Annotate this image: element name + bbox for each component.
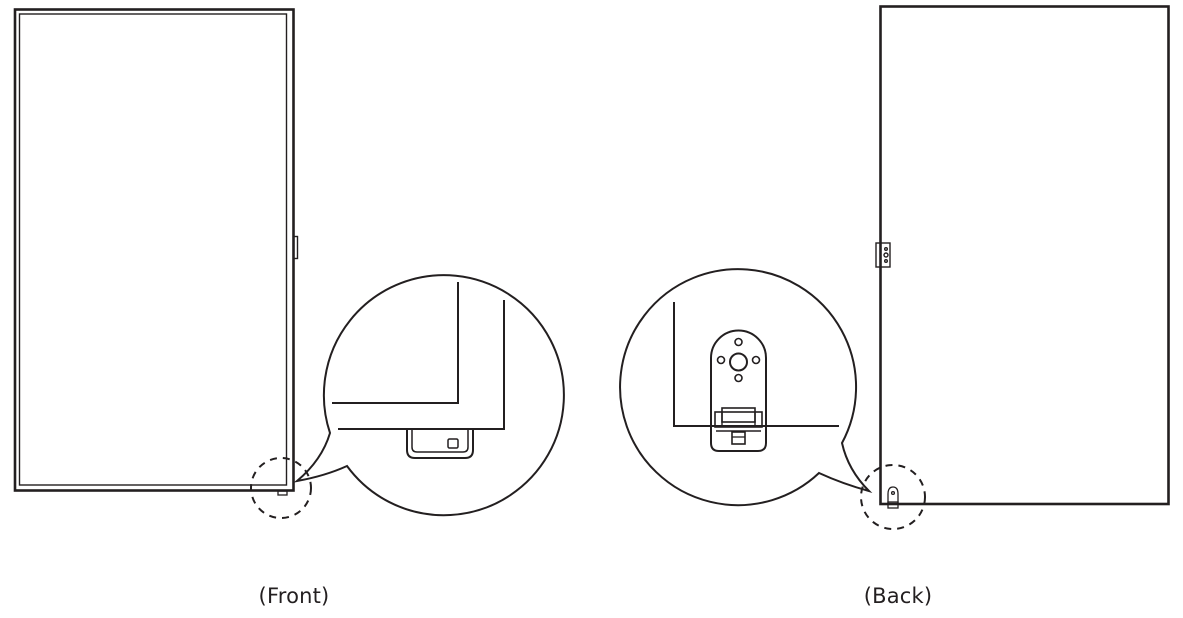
back-callout-bubble: [619, 268, 873, 507]
front-view-caption: (Front): [258, 584, 330, 608]
front-view: [13, 8, 565, 519]
front-callout-bubble: [293, 274, 565, 517]
back-side-bracket-icon: [875, 242, 891, 268]
front-bottom-tab-icon: [277, 490, 288, 496]
mount-hole-bottom: [734, 373, 743, 383]
mounting-plate: [710, 329, 767, 420]
mount-hole-left: [716, 355, 726, 365]
back-view: [619, 5, 1170, 530]
mount-hole-top: [734, 337, 743, 347]
front-side-button-icon: [292, 235, 299, 260]
mount-hole-right: [751, 355, 761, 365]
back-monitor-outline: [879, 5, 1170, 506]
back-view-caption: (Back): [863, 584, 933, 608]
front-monitor-outer-bezel: [13, 8, 295, 492]
back-bottom-bracket-icon: [887, 486, 899, 509]
front-callout-detail: [332, 282, 505, 459]
front-dashed-highlight-circle: [250, 457, 312, 519]
front-monitor-inner-screen: [18, 13, 288, 486]
back-dashed-highlight-circle: [860, 464, 926, 530]
mount-hole-center: [729, 352, 748, 372]
back-callout-detail: [673, 302, 839, 452]
